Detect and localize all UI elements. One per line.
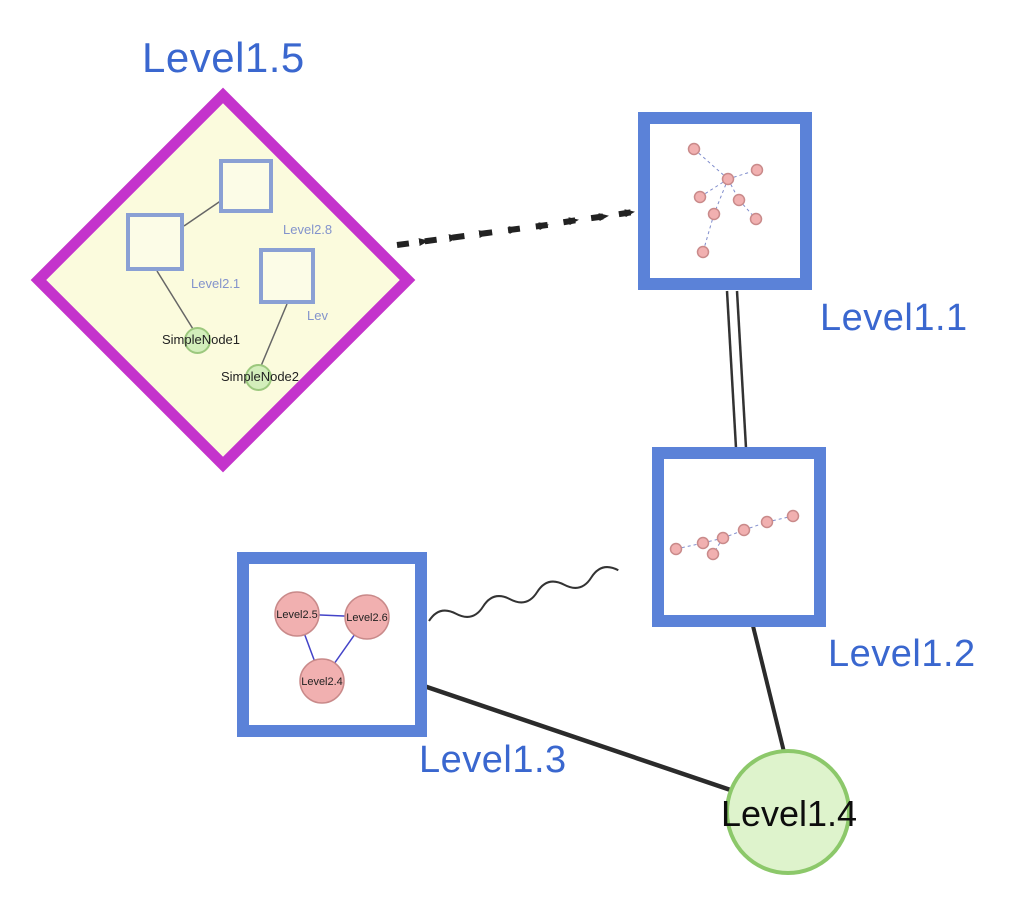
edge-lev-simplenode2[interactable]: [260, 303, 288, 367]
node-level2-4: [299, 658, 345, 704]
label-simplenode2: SimpleNode2: [220, 369, 300, 384]
node-level2-8-square[interactable]: [219, 159, 273, 213]
node-simplenode1[interactable]: [184, 327, 211, 354]
node-level2-6: [344, 594, 390, 640]
edge-level1-1-level1-2-double[interactable]: [725, 290, 748, 449]
level1-2-mini-edges: [675, 515, 794, 555]
node-level1-2[interactable]: [652, 447, 826, 627]
label-level1-1: Level1.1: [820, 297, 968, 339]
label-level1-2: Level1.2: [828, 633, 976, 675]
level1-2-mini-nodes[interactable]: [669, 509, 800, 561]
level1-3-mini-graph: Level2.5 Level2.6 Level2.4: [274, 591, 390, 704]
label-level2-8: Level2.8: [283, 222, 333, 237]
label-level2-5: Level2.5: [276, 609, 318, 621]
node-level1-3[interactable]: Level2.5 Level2.6 Level2.4: [237, 552, 427, 737]
label-level2-6: Level2.6: [346, 612, 388, 624]
node-simplenode2[interactable]: [245, 364, 272, 391]
node-level1-4[interactable]: [725, 749, 851, 875]
edge-level1-3-level1-4[interactable]: [423, 683, 761, 803]
label-level2-1: Level2.1: [191, 276, 241, 291]
edge-level2-1-simplenode1[interactable]: [156, 270, 194, 330]
node-level1-1[interactable]: [638, 112, 812, 290]
node-lev-square[interactable]: [259, 248, 315, 304]
edge-level1-3-level1-2-wavy[interactable]: [427, 564, 620, 627]
label-simplenode1: SimpleNode1: [161, 332, 241, 347]
label-lev: Lev: [307, 308, 328, 323]
label-level1-5: Level1.5: [142, 34, 305, 81]
level1-1-mini-nodes[interactable]: [687, 142, 764, 259]
label-level1-3: Level1.3: [419, 739, 567, 781]
label-level1-4: Level1.4: [720, 793, 858, 834]
edge-level1-2-level1-4[interactable]: [751, 625, 788, 761]
node-level2-1-square[interactable]: [126, 213, 184, 271]
level1-1-mini-graph: [687, 142, 764, 259]
edge-level1-5-level1-1-dashed-arrow[interactable]: [396, 209, 635, 248]
level1-3-mini-nodes[interactable]: [274, 591, 390, 704]
node-level2-5: [274, 591, 320, 637]
label-level2-4: Level2.4: [301, 676, 343, 688]
edge-level2-1-level2-8[interactable]: [183, 199, 223, 227]
level1-2-mini-graph: [669, 509, 800, 561]
